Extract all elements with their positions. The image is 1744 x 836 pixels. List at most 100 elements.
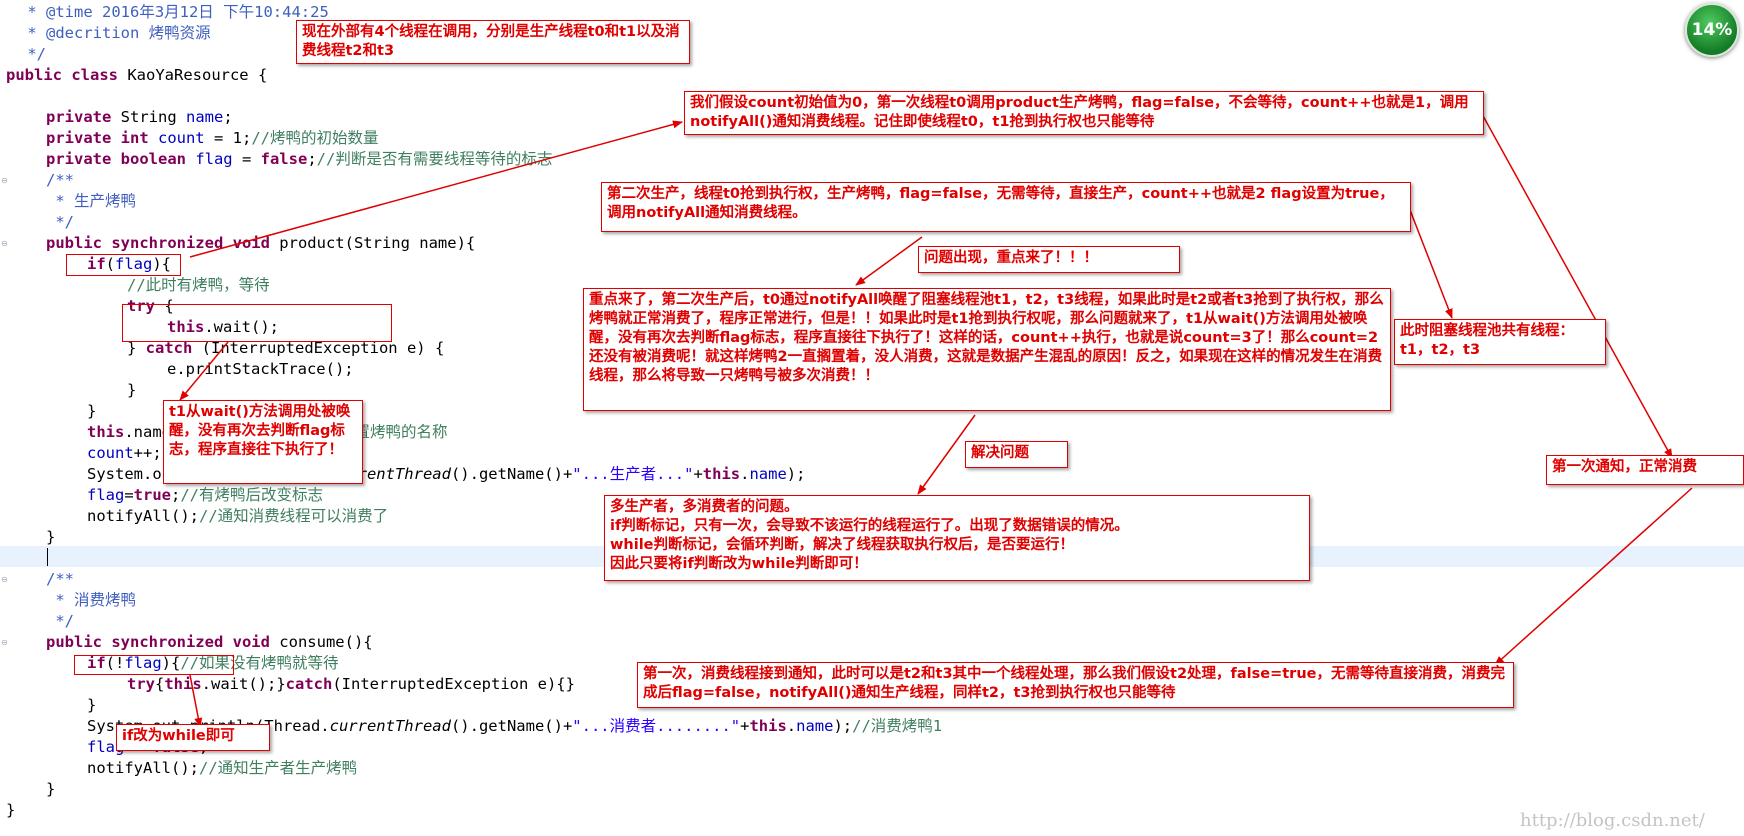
code-token: ){ bbox=[152, 255, 172, 273]
code-token: public synchronized void bbox=[46, 234, 280, 252]
code-token: public synchronized void bbox=[46, 633, 280, 651]
code-token: .wait();} bbox=[201, 675, 286, 693]
code-token: } bbox=[6, 801, 16, 819]
code-token: notifyAll(); bbox=[87, 759, 199, 777]
code-token: currentThread bbox=[329, 717, 451, 735]
code-line: } bbox=[87, 695, 96, 716]
arrow-to-note-wakeup bbox=[179, 341, 229, 401]
code-token: //通知消费线程可以消费了 bbox=[198, 507, 389, 525]
code-line: * @time 2016年3月12日 下午10:44:25 bbox=[18, 2, 328, 23]
note-first-production: 我们假设count初始值为0，第一次线程t0调用product生产烤鸭，flag… bbox=[684, 91, 1484, 135]
code-token: ); bbox=[786, 465, 806, 483]
code-token: consume(){ bbox=[279, 633, 373, 651]
fold-marker-icon[interactable]: ⊖ bbox=[1, 575, 8, 584]
code-token: + bbox=[740, 717, 750, 735]
fold-marker-icon[interactable]: ⊖ bbox=[1, 176, 8, 185]
arrow-to-note-if-while bbox=[189, 674, 203, 728]
code-line: notifyAll();//通知生产者生产烤鸭 bbox=[87, 758, 357, 779]
code-token: * 消费烤鸭 bbox=[46, 591, 136, 609]
code-token: KaoYaResource { bbox=[127, 66, 268, 84]
note-key-point: 重点来了，第二次生产后，t0通过notifyAll唤醒了阻塞线程池t1，t2，t… bbox=[583, 288, 1391, 411]
code-token: ){ bbox=[161, 654, 181, 672]
code-token: //有烤鸭后改变标志 bbox=[180, 486, 324, 504]
note-first-consume: 第一次，消费线程接到通知，此时可以是t2和t3其中一个线程处理，那么我们假设t2… bbox=[637, 662, 1514, 708]
fold-marker-icon[interactable]: ⊖ bbox=[1, 638, 8, 647]
code-token: } bbox=[127, 339, 146, 357]
code-token: String bbox=[120, 108, 186, 126]
code-line: System.out.println(Thread.currentThread(… bbox=[87, 716, 942, 737]
code-token: (! bbox=[105, 654, 125, 672]
note-wakeup-text: t1从wait()方法调用处被唤醒，没有再次去判断flag标志，程序直接往下执行… bbox=[169, 404, 351, 458]
note-problem-appears: 问题出现，重点来了！！！ bbox=[918, 246, 1180, 273]
code-line: */ bbox=[46, 212, 74, 233]
code-token: */ bbox=[46, 213, 74, 231]
code-token: * 生产烤鸭 bbox=[46, 192, 136, 210]
code-line: */ bbox=[18, 44, 46, 65]
note-wakeup: t1从wait()方法调用处被唤醒，没有再次去判断flag标志，程序直接往下执行… bbox=[163, 400, 363, 484]
arrow-to-note-blocked-pool bbox=[1409, 209, 1453, 319]
code-line: count++; bbox=[87, 443, 162, 464]
code-token: catch bbox=[145, 339, 202, 357]
highlight-wait-call bbox=[122, 304, 392, 342]
note-solution-line-1: 多生产者，多消费者的问题。 bbox=[610, 499, 799, 515]
code-token: name bbox=[749, 465, 787, 483]
code-token: this bbox=[702, 465, 741, 483]
code-token: = bbox=[232, 150, 261, 168]
code-token: //通知生产者生产烤鸭 bbox=[198, 759, 358, 777]
note-solution-line-2: if判断标记，只有一次，会导致不该运行的线程运行了。出现了数据错误的情况。 bbox=[610, 518, 1129, 534]
code-token: if bbox=[87, 255, 106, 273]
code-line: * @decrition 烤鸭资源 bbox=[18, 23, 211, 44]
note-first-notify-text: 第一次通知，正常消费 bbox=[1552, 459, 1697, 475]
code-token: { bbox=[155, 675, 165, 693]
note-solution-line-4: 因此只要将if判断改为while判断即可！ bbox=[610, 556, 868, 572]
note-first-consume-text: 第一次，消费线程接到通知，此时可以是t2和t3其中一个线程处理，那么我们假设t2… bbox=[643, 666, 1505, 701]
code-token: if bbox=[87, 654, 106, 672]
note-solution-label-text: 解决问题 bbox=[971, 445, 1029, 461]
progress-badge[interactable]: 14% bbox=[1685, 3, 1739, 57]
code-token: this bbox=[749, 717, 787, 735]
note-blocked-pool: 此时阻塞线程池共有线程：t1，t2，t3 bbox=[1394, 319, 1606, 365]
code-token: (InterruptedException e) { bbox=[201, 339, 445, 357]
code-token: /** bbox=[46, 171, 74, 189]
code-line: public synchronized void consume(){ bbox=[46, 632, 373, 653]
arrow-to-note-solution bbox=[917, 414, 976, 495]
code-token: flag bbox=[115, 255, 153, 273]
arrow-to-note-problem bbox=[855, 236, 923, 286]
code-token: * @decrition 烤鸭资源 bbox=[18, 24, 211, 42]
code-token: this bbox=[167, 318, 205, 336]
note-solution-line-3: while判断标记，会循环判断，解决了线程获取执行权后，是否要运行！ bbox=[610, 537, 1074, 553]
code-line: private boolean flag = false;//判断是否有需要线程… bbox=[46, 149, 552, 170]
code-token: ; bbox=[307, 150, 317, 168]
code-token: ( bbox=[105, 255, 116, 273]
code-token: count bbox=[87, 444, 134, 462]
code-line: this.wait(); bbox=[167, 317, 279, 338]
progress-badge-label: 14% bbox=[1691, 20, 1733, 40]
arrow-to-note-first-notify bbox=[1481, 113, 1673, 459]
code-token: flag bbox=[195, 150, 233, 168]
code-token: ++; bbox=[133, 444, 162, 462]
code-token: ; bbox=[171, 486, 181, 504]
code-line: if(flag){ bbox=[87, 254, 171, 275]
code-token: } bbox=[87, 402, 97, 420]
code-token: } bbox=[87, 696, 97, 714]
code-line: notifyAll();//通知消费线程可以消费了 bbox=[87, 506, 388, 527]
note-solution-label: 解决问题 bbox=[965, 441, 1068, 468]
code-token: false bbox=[260, 150, 308, 168]
code-line: } bbox=[127, 380, 136, 401]
code-token: = bbox=[124, 486, 134, 504]
code-token: . bbox=[786, 717, 797, 735]
text-caret bbox=[47, 548, 48, 566]
code-line: try{this.wait();}catch(InterruptedExcept… bbox=[127, 674, 575, 695]
note-second-production-text: 第二次生产，线程t0抢到执行权，生产烤鸭，flag=false，无需等待，直接生… bbox=[607, 186, 1394, 221]
code-token: //判断是否有需要线程等待的标志 bbox=[316, 150, 553, 168]
code-line: */ bbox=[46, 611, 74, 632]
code-token: ().getName()+ bbox=[450, 465, 573, 483]
note-key-point-text: 重点来了，第二次生产后，t0通过notifyAll唤醒了阻塞线程池t1，t2，t… bbox=[589, 292, 1384, 384]
note-threads-text: 现在外部有4个线程在调用，分别是生产线程t0和t1以及消费线程t2和t3 bbox=[302, 24, 680, 59]
fold-marker-icon[interactable]: ⊖ bbox=[1, 239, 8, 248]
note-second-production: 第二次生产，线程t0抢到执行权，生产烤鸭，flag=false，无需等待，直接生… bbox=[601, 182, 1411, 232]
code-line: flag=true;//有烤鸭后改变标志 bbox=[87, 485, 323, 506]
arrow-to-note-first-production bbox=[189, 120, 683, 258]
code-line: /** bbox=[46, 569, 74, 590]
note-if-to-while-text: if改为while即可 bbox=[122, 728, 235, 744]
